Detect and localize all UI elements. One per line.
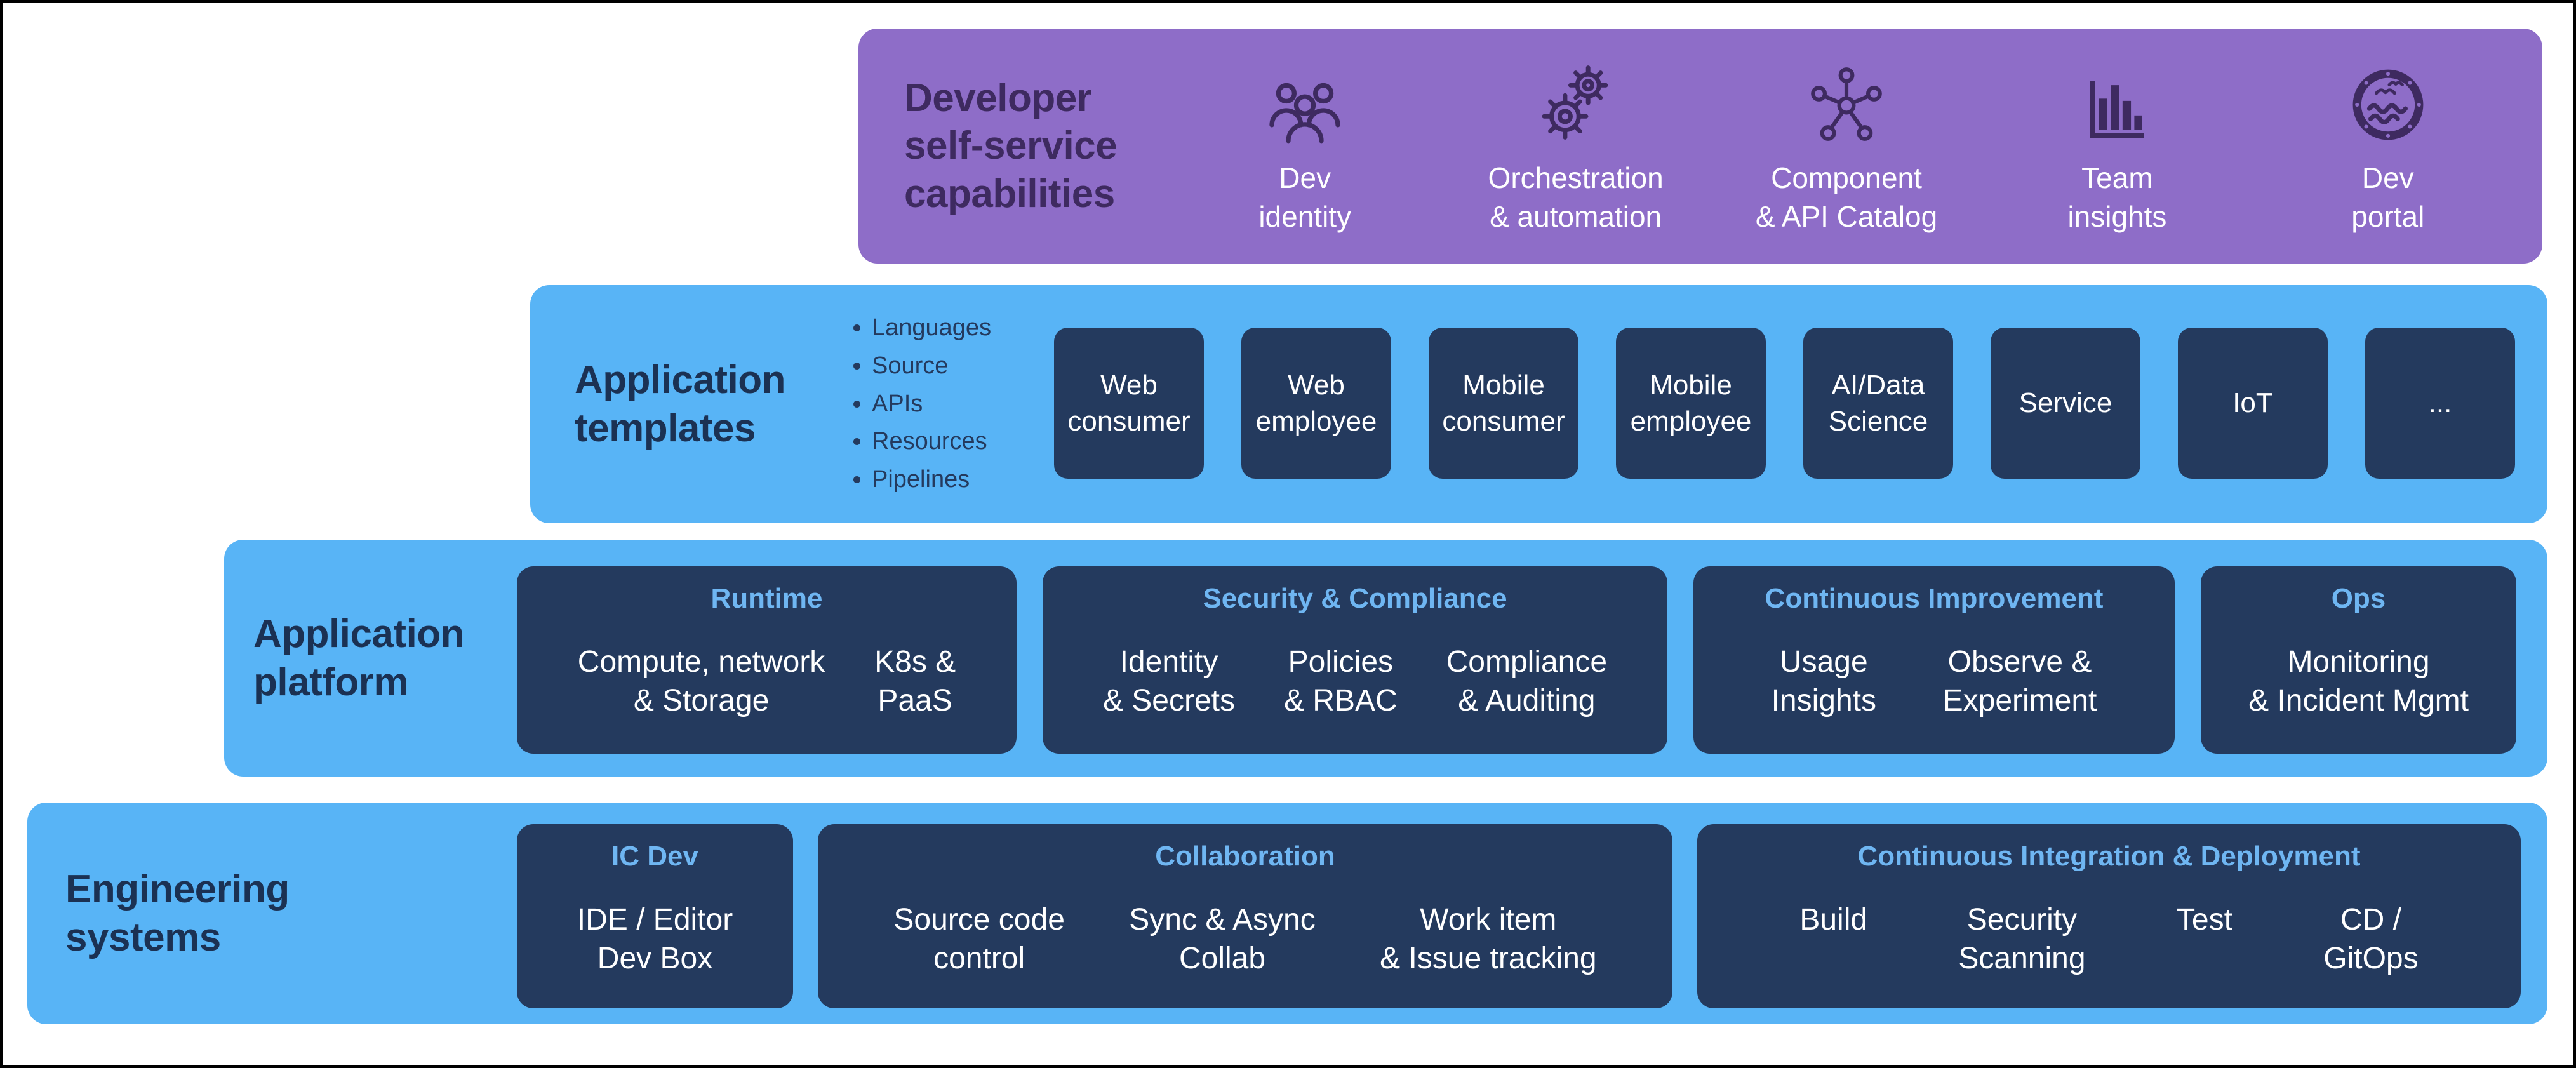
group-item: Policies & RBAC <box>1283 644 1398 718</box>
group-items: Identity & Secrets Policies & RBAC Compl… <box>1054 643 1656 721</box>
group-header: Continuous Improvement <box>1765 583 2104 614</box>
template-contents: Languages Source APIs Resources Pipeline… <box>846 285 1056 523</box>
capability-dev-identity: Dev identity <box>1170 29 1440 264</box>
group-items: Source code control Sync & Async Collab … <box>829 901 1661 978</box>
bullet-item: APIs <box>872 386 991 423</box>
capability-label: Dev portal <box>2351 161 2425 233</box>
capability-items: Dev identity Orchestr <box>1170 29 2523 264</box>
porthole-icon <box>2349 56 2427 144</box>
group-item: IDE / Editor Dev Box <box>577 902 733 975</box>
group-item: Work item & Issue tracking <box>1380 902 1597 975</box>
bullet-item: Pipelines <box>872 462 991 498</box>
group-header: Ops <box>2331 583 2386 614</box>
bullet-item: Resources <box>872 424 991 460</box>
group-item: CD / GitOps <box>2323 902 2419 975</box>
group-security-compliance: Security & Compliance Identity & Secrets… <box>1043 566 1667 754</box>
group-item: Compute, network & Storage <box>577 644 825 718</box>
capability-label: Dev identity <box>1258 161 1352 233</box>
group-items: Build Security Scanning Test CD / GitOps <box>1709 901 2509 978</box>
bar-chart-icon <box>2083 56 2151 144</box>
group-ops: Ops Monitoring & Incident Mgmt <box>2201 566 2516 754</box>
group-items: IDE / Editor Dev Box <box>528 901 782 978</box>
bullet-item: Languages <box>872 310 991 347</box>
capability-orchestration-automation: Orchestration & automation <box>1440 29 1711 264</box>
hub-spoke-icon <box>1807 56 1886 144</box>
engineering-groups: IC Dev IDE / Editor Dev Box Collaboratio… <box>517 824 2521 1008</box>
capability-label: Orchestration & automation <box>1488 161 1664 233</box>
group-item: Observe & Experiment <box>1942 644 2097 718</box>
capability-label: Team insights <box>2067 161 2167 233</box>
group-item: Source code control <box>893 902 1065 975</box>
band-title-application-platform: Application platform <box>253 611 465 704</box>
template-box-mobile-employee: Mobile employee <box>1616 328 1766 479</box>
group-item: Monitoring & Incident Mgmt <box>2248 644 2469 718</box>
band-title-developer-self-service: Developer self-service capabilities <box>904 76 1118 216</box>
capability-label: Component & API Catalog <box>1755 161 1938 233</box>
group-item: Security Scanning <box>1958 902 2086 975</box>
group-header: IC Dev <box>611 841 698 872</box>
group-item: K8s & PaaS <box>874 644 956 718</box>
template-contents-list: Languages Source APIs Resources Pipeline… <box>846 309 991 500</box>
gears-icon <box>1535 56 1617 144</box>
band-application-templates: Application templates Languages Source A… <box>530 285 2547 523</box>
group-header: Continuous Integration & Deployment <box>1857 841 2361 872</box>
band-developer-self-service: Developer self-service capabilities <box>858 29 2542 264</box>
template-box-iot: IoT <box>2178 328 2328 479</box>
group-item: Build <box>1799 902 1868 937</box>
template-box-web-consumer: Web consumer <box>1054 328 1204 479</box>
group-item: Identity & Secrets <box>1102 644 1236 718</box>
template-box-web-employee: Web employee <box>1241 328 1391 479</box>
bullet-item: Source <box>872 348 991 385</box>
capability-dev-portal: Dev portal <box>2253 29 2523 264</box>
group-runtime: Runtime Compute, network & Storage K8s &… <box>517 566 1017 754</box>
group-items: Monitoring & Incident Mgmt <box>2212 643 2505 721</box>
capability-component-api-catalog: Component & API Catalog <box>1711 29 1982 264</box>
group-header: Security & Compliance <box>1203 583 1507 614</box>
template-box-service: Service <box>1991 328 2140 479</box>
group-continuous-integration-deployment: Continuous Integration & Deployment Buil… <box>1697 824 2521 1008</box>
template-box-more: ... <box>2365 328 2515 479</box>
group-header: Runtime <box>711 583 823 614</box>
group-items: Compute, network & Storage K8s & PaaS <box>528 643 1005 721</box>
group-item: Sync & Async Collab <box>1129 902 1316 975</box>
band-title-application-templates: Application templates <box>575 357 786 450</box>
group-item: Usage Insights <box>1771 644 1877 718</box>
template-box-mobile-consumer: Mobile consumer <box>1429 328 1578 479</box>
group-ic-dev: IC Dev IDE / Editor Dev Box <box>517 824 793 1008</box>
band-engineering-systems: Engineering systems IC Dev IDE / Editor … <box>27 803 2547 1024</box>
group-header: Collaboration <box>1155 841 1335 872</box>
people-group-icon <box>1264 56 1345 144</box>
group-collaboration: Collaboration Source code control Sync &… <box>818 824 1672 1008</box>
template-boxes: Web consumer Web employee Mobile consume… <box>1054 328 2515 479</box>
platform-groups: Runtime Compute, network & Storage K8s &… <box>517 566 2516 754</box>
group-continuous-improvement: Continuous Improvement Usage Insights Ob… <box>1693 566 2175 754</box>
group-item: Test <box>2176 902 2232 937</box>
group-items: Usage Insights Observe & Experiment <box>1705 643 2163 721</box>
band-application-platform: Application platform Runtime Compute, ne… <box>224 540 2547 777</box>
capability-team-insights: Team insights <box>1982 29 2252 264</box>
band-title-engineering-systems: Engineering systems <box>65 867 290 959</box>
template-box-ai-data-science: AI/Data Science <box>1803 328 1953 479</box>
group-item: Compliance & Auditing <box>1446 644 1608 718</box>
